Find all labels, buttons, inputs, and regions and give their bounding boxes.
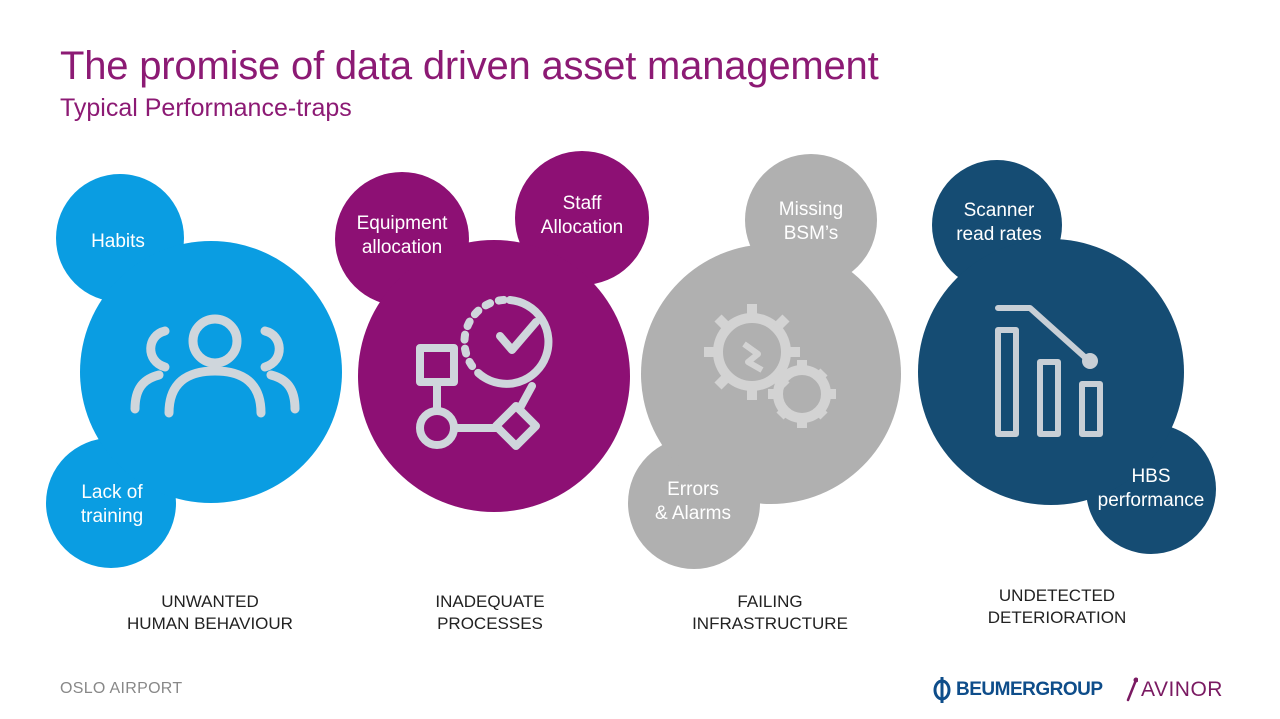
caption-infrastructure: FAILING INFRASTRUCTURE [692,592,848,633]
bubble-label-hbs-performance: HBS performance [1097,466,1205,511]
bubble-label-scanner-read-rates: Scanner read rates [956,200,1042,245]
avinor-mark-icon [1126,677,1138,702]
declining-bar-chart-icon [995,305,1103,437]
main-circle-deterioration [918,239,1184,505]
bubble-label-staff-allocation: Staff Allocation [540,193,624,238]
bubble-label-habits: Habits [91,231,145,252]
main-circle-processes [358,240,630,512]
bubble-label-equipment-allocation: Equipment allocation [356,213,448,258]
bubble-label-lack-of-training: Lack of training [80,482,144,527]
bubble-label-errors-alarms: Errors & Alarms [654,479,732,524]
process-flow-icon [416,295,553,450]
broken-gears-icon [704,304,836,428]
beumer-logo: BEUMERGROUP [932,676,1103,704]
slide-title: The promise of data driven asset managem… [60,44,879,88]
avinor-wordmark: AVINOR [1141,678,1223,701]
beumer-wordmark: BEUMERGROUP [956,679,1103,700]
footer-location: OSLO AIRPORT [60,680,183,697]
caption-processes: INADEQUATE PROCESSES [435,592,545,633]
caption-deterioration: UNDETECTED DETERIORATION [987,586,1127,627]
slide-subtitle: Typical Performance-traps [60,94,352,122]
people-group-icon [130,314,300,418]
avinor-logo: AVINOR [1124,676,1223,704]
caption-human-behaviour: UNWANTED HUMAN BEHAVIOUR [127,592,293,633]
bubble-label-missing-bsms: Missing BSM’s [778,199,844,244]
beumer-mark-icon [933,677,951,703]
